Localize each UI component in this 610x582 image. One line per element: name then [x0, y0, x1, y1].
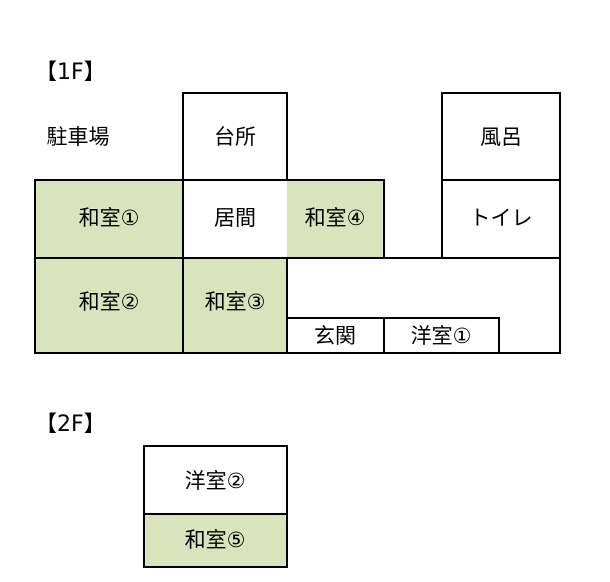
- label-youshitsu1: 洋室①: [411, 324, 472, 348]
- label-washitsu2: 和室②: [79, 290, 140, 314]
- label-washitsu5: 和室⑤: [185, 528, 246, 552]
- floor1-plan: 駐車場 台所 風呂 和室① 居間 和室④ トイレ 和室② 和室③ 玄関 洋室①: [34, 92, 561, 354]
- label-kitchen: 台所: [214, 125, 256, 149]
- label-living: 居間: [214, 206, 256, 230]
- label-washitsu1: 和室①: [79, 206, 140, 230]
- floor2-walls: [143, 445, 288, 568]
- label-entrance: 玄関: [314, 324, 356, 348]
- room-washitsu2: [35, 258, 183, 353]
- label-washitsu4: 和室④: [305, 206, 366, 230]
- floor1-label: 【1F】: [35, 60, 106, 85]
- label-youshitsu2: 洋室②: [185, 469, 246, 493]
- label-toilet: トイレ: [470, 206, 533, 230]
- label-parking: 駐車場: [47, 125, 110, 149]
- label-bath: 風呂: [480, 125, 522, 149]
- room-washitsu5: [144, 514, 287, 567]
- label-washitsu3: 和室③: [205, 290, 266, 314]
- room-washitsu1: [35, 180, 183, 258]
- floor1-walls: [34, 92, 561, 354]
- room-washitsu3: [183, 258, 287, 353]
- floor2-plan: 洋室② 和室⑤: [143, 445, 288, 568]
- room-washitsu4: [287, 180, 384, 258]
- floor2-label: 【2F】: [35, 412, 106, 437]
